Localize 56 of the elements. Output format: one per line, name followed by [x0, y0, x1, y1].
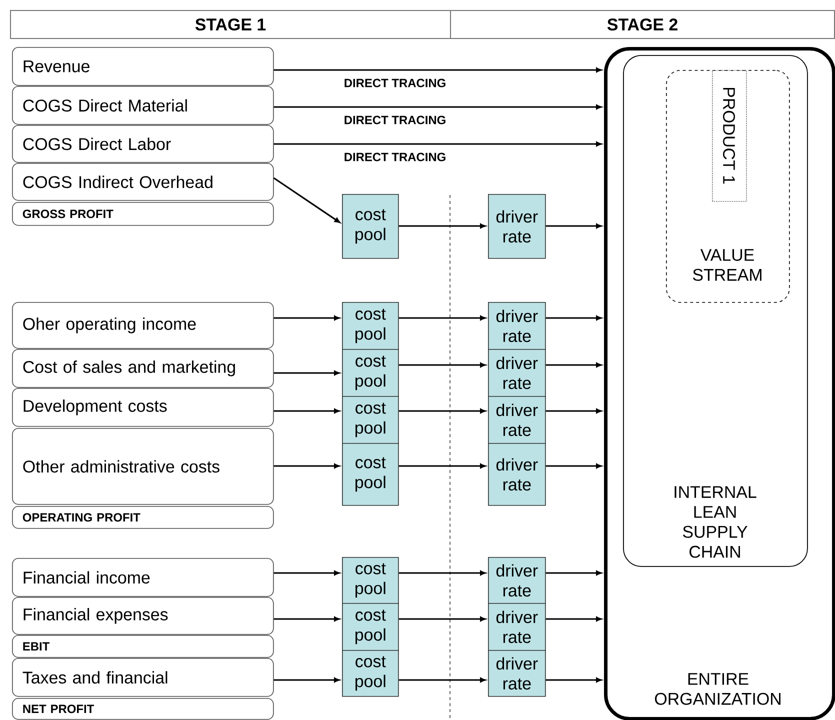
account-box: COGS Direct Labor [12, 125, 274, 163]
cost-pool-box: cost pool [342, 302, 399, 350]
account-box: Development costs [12, 388, 274, 427]
cost-pool-box: cost pool [342, 396, 399, 444]
arrow [398, 464, 486, 468]
arrow [546, 570, 602, 576]
arrow [274, 570, 340, 576]
account-box: Other administrative costs [12, 428, 274, 505]
arrow [274, 142, 602, 146]
account-box: Taxes and financial [12, 658, 274, 697]
arrow [274, 316, 340, 320]
arrow [398, 316, 486, 320]
arrow [546, 616, 602, 622]
arrow [274, 370, 340, 376]
driver-rate-box: driver rate [488, 396, 546, 444]
arrow [274, 616, 340, 622]
driver-rate-box: driver rate [488, 443, 546, 506]
arrow [398, 678, 486, 682]
arrow [274, 678, 340, 682]
account-box: Cost of sales and marketing [12, 349, 274, 388]
account-box: Financial expenses [12, 597, 274, 635]
arrow [546, 678, 602, 682]
driver-rate-box: driver rate [488, 650, 546, 697]
arrow [546, 464, 602, 468]
account-box: Financial income [12, 558, 274, 597]
account-box: COGS Indirect Overhead [12, 163, 274, 201]
stage-header: STAGE 1 [10, 10, 451, 39]
edge-label: DIRECT TRACING [344, 152, 446, 162]
account-box: Oher operating income [12, 302, 274, 349]
arrow [546, 362, 602, 368]
arrow [398, 408, 486, 414]
arrow [274, 104, 602, 110]
arrow [546, 408, 602, 414]
arrow [398, 616, 486, 622]
cost-pool-box: cost pool [342, 349, 399, 397]
cost-pool-box: cost pool [342, 443, 399, 506]
stage-header: STAGE 2 [450, 10, 835, 39]
arrow [274, 464, 340, 468]
account-box: Revenue [12, 47, 274, 86]
arrow [398, 224, 486, 228]
arrow [274, 408, 340, 414]
driver-rate-box: driver rate [488, 194, 546, 259]
cost-pool-box: cost pool [342, 650, 399, 697]
arrow [398, 570, 486, 576]
edge-label: DIRECT TRACING [344, 78, 446, 88]
account-box: COGS Direct Material [12, 86, 274, 125]
arrow [398, 362, 486, 368]
arrow [546, 224, 602, 228]
arrow [273, 177, 340, 223]
cost-pool-box: cost pool [342, 194, 399, 259]
product-box: PRODUCT 1 [712, 70, 747, 202]
cost-pool-box: cost pool [342, 603, 399, 651]
arrow [546, 316, 602, 320]
edge-label: DIRECT TRACING [344, 116, 446, 124]
arrow [274, 68, 602, 72]
cost-pool-box: cost pool [342, 557, 399, 604]
